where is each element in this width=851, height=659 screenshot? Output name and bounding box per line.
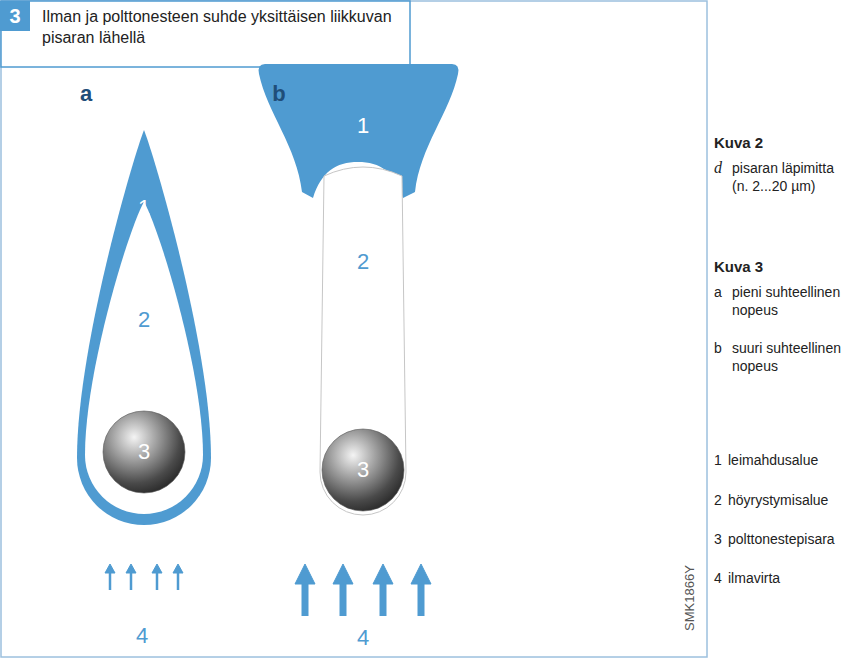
legend-number: 4 [714,570,722,588]
zone-number: 2 [138,309,150,331]
large-air-arrows [295,564,431,616]
figure-number: 3 [0,1,30,31]
callout-number: 4 [136,622,148,650]
caption-text: suuri suhteellinen nopeus [732,340,848,375]
image-code: SMK1866Y [682,565,698,631]
symbol: d [714,158,722,178]
subfigure-letter: a [80,80,92,108]
legend-text: leimahdusalue [728,452,818,470]
legend-number: 3 [714,531,722,549]
small-air-arrows [105,564,183,590]
fuel-droplet: 3 [321,428,405,512]
caption-heading: Kuva 3 [714,258,763,277]
callout-number: 4 [357,624,369,652]
caption-letter: b [714,340,722,358]
zone-number: 1 [138,197,150,219]
panel-frame [1,1,707,657]
zone-number: 2 [357,251,369,273]
legend-text: polttonestepisara [728,531,835,549]
zone-number: 1 [357,115,369,137]
legend-number: 2 [714,492,722,510]
legend-number: 1 [714,452,722,470]
evaporation-zone: 23 [83,200,205,518]
caption-letter: a [714,284,722,302]
caption-heading: Kuva 2 [714,134,763,153]
legend-text: höyrystymisalue [728,492,828,510]
title-box [1,1,410,67]
evaporation-zone: 23 [318,162,408,517]
legend-text: ilmavirta [728,570,780,588]
zone-number: 3 [357,459,369,481]
zone-number: 3 [138,441,150,463]
caption-text: pisaran läpimitta (n. 2...20 µm) [732,160,848,195]
caption-text: pieni suhteellinen nopeus [732,284,848,319]
flash-zone: 123 [75,128,213,528]
fuel-droplet: 3 [102,410,186,494]
subfigure-letter: b [272,80,285,108]
figure-title: Ilman ja polttonesteen suhde yksittäisen… [42,7,400,49]
